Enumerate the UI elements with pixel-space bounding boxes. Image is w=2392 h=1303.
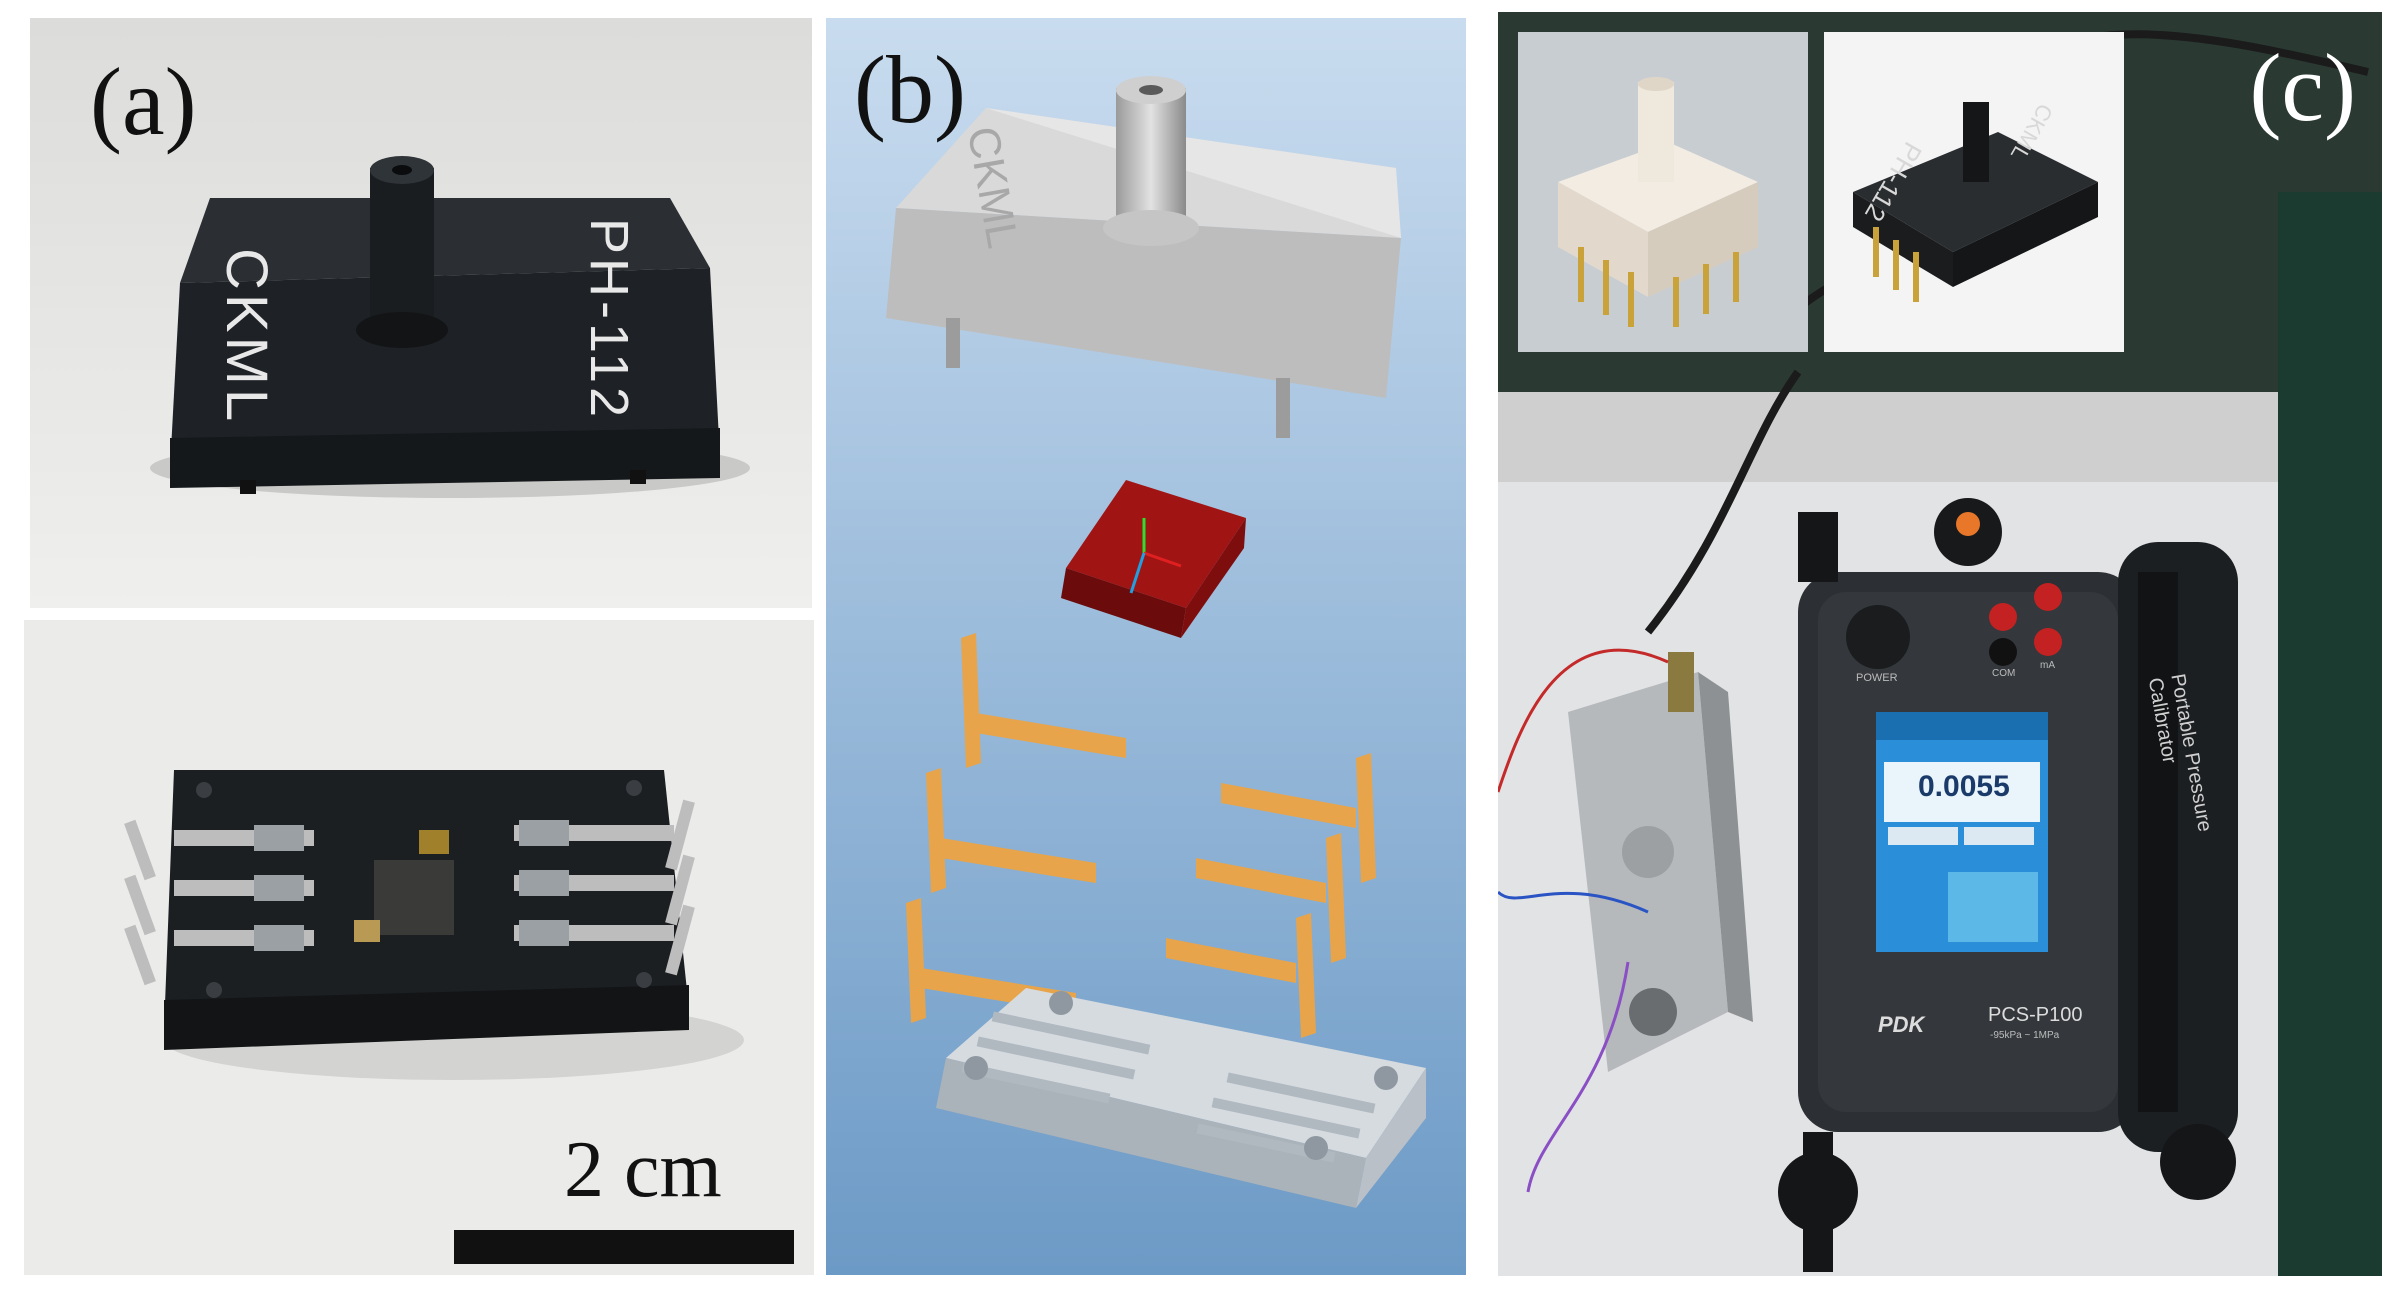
- panel-a-packaged-sensor: (a) CKML PH-112: [30, 18, 812, 608]
- panel-label-c: (c): [2249, 34, 2356, 141]
- scale-bar-label: 2 cm: [564, 1126, 722, 1214]
- sensor-model-marking: PH-112: [579, 218, 639, 422]
- calibrator-model: PCS-P100: [1988, 1004, 2083, 1026]
- pressure-port: [370, 168, 434, 338]
- power-button: [1846, 605, 1910, 669]
- power-label: POWER: [1856, 672, 1898, 684]
- exploded-cad-illustration: [826, 18, 1466, 1275]
- sensor-body-front: [170, 268, 720, 468]
- opened-sensor-illustration: [24, 620, 814, 1275]
- ma-label: mA: [2040, 660, 2055, 671]
- pressure-calibrator: [1778, 498, 2238, 1272]
- panel-b-exploded-cad-view: (b) CKML: [826, 18, 1466, 1275]
- cad-base: [936, 988, 1426, 1208]
- ceramic-sensor: [1558, 77, 1758, 327]
- cad-pressure-port: [1116, 88, 1186, 228]
- cad-lead-frames-right: [1166, 753, 1376, 1038]
- scale-bar: [454, 1230, 794, 1264]
- sensor-body-top: [180, 198, 710, 283]
- cad-top-cover: [886, 76, 1401, 438]
- panel-label-b: (b): [854, 36, 966, 143]
- calibrator-range: -95kPa ~ 1MPa: [1990, 1030, 2060, 1041]
- cad-lead-frames-left: [906, 633, 1126, 1023]
- ph112-sensor: [1853, 102, 2098, 302]
- sensor-die: [374, 860, 454, 935]
- panel-a-opened-sensor: 2 cm: [24, 620, 814, 1275]
- sensor-brand-marking: CKML: [214, 248, 279, 426]
- calibrator-reading: 0.0055: [1918, 770, 2010, 803]
- test-fixture-block: [1568, 652, 1753, 1072]
- packaged-sensor-illustration: [30, 18, 812, 608]
- panel-c-test-setup: (c) PH-112 CKML POWER COM mA 0.0055 PDK …: [1498, 12, 2382, 1276]
- com-label: COM: [1992, 668, 2016, 679]
- calibrator-brand: PDK: [1878, 1012, 1925, 1037]
- panel-label-a: (a): [90, 48, 197, 155]
- cad-sensor-chip: [1061, 480, 1246, 638]
- test-setup-illustration: [1498, 12, 2382, 1276]
